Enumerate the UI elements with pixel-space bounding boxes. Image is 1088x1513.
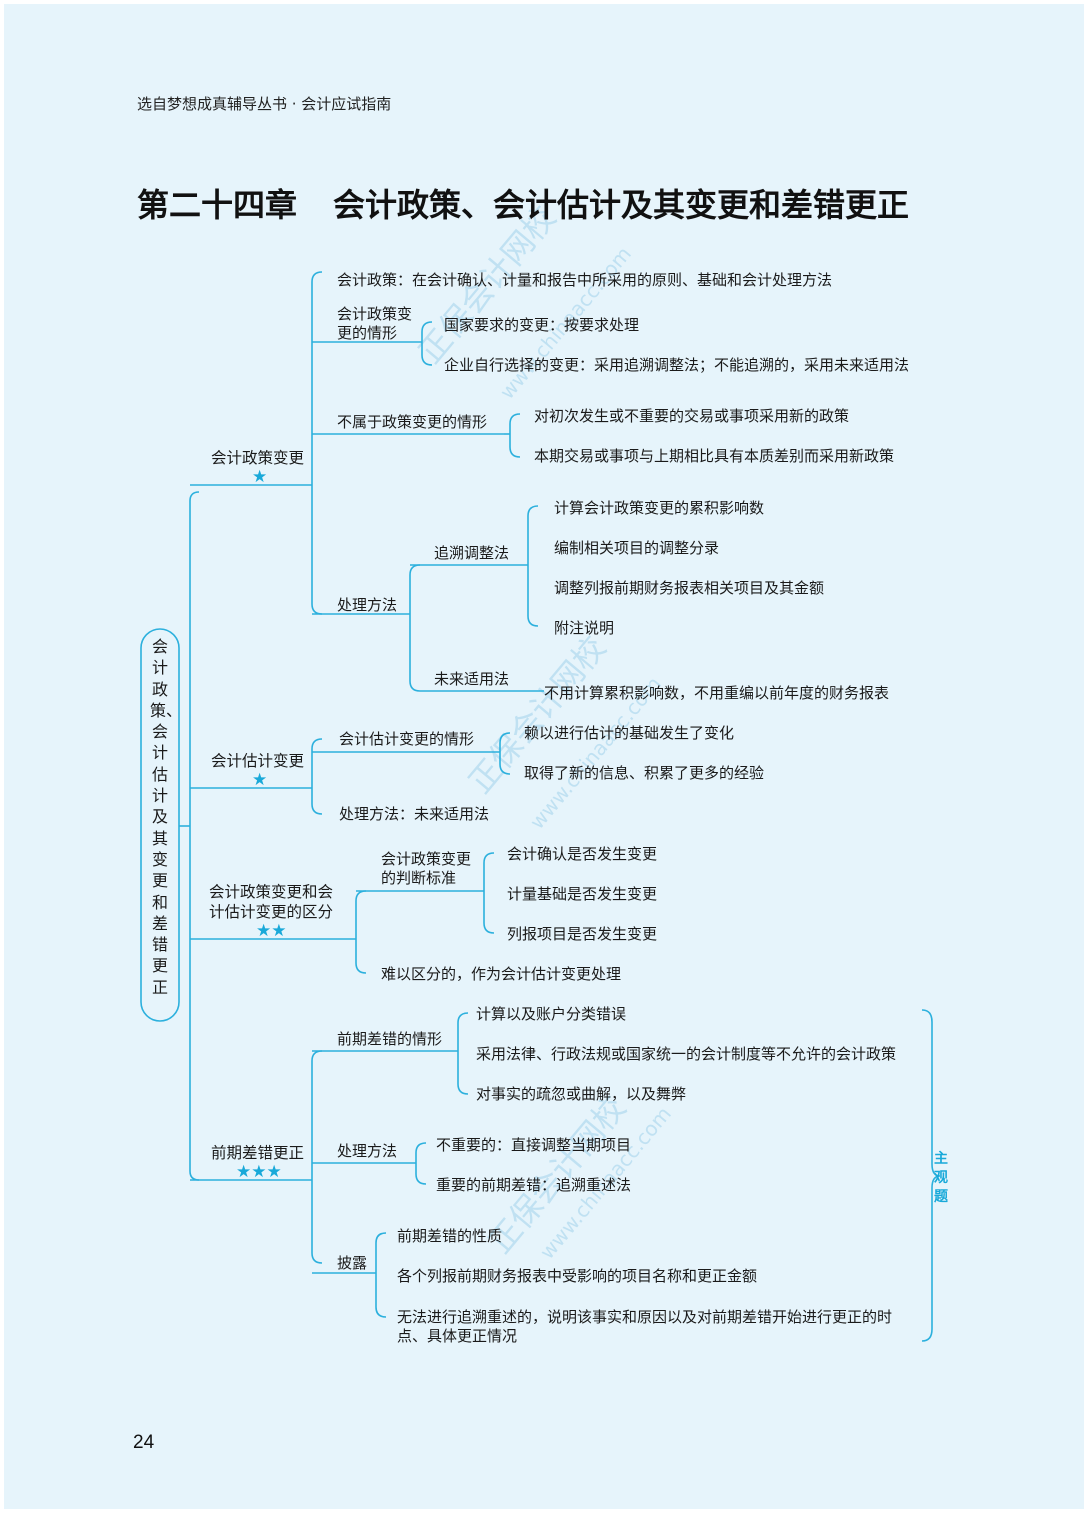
leaf: 不用计算累积影响数，不用重编以前年度的财务报表 (544, 684, 890, 702)
leaf: 取得了新的信息、积累了更多的经验 (524, 764, 765, 782)
node-judgment-criteria: 会计政策变更 的判断标准 (381, 850, 472, 887)
leaf: 不重要的：直接调整当期项目 (436, 1136, 632, 1154)
node-not-policy-change: 不属于政策变更的情形 (337, 413, 488, 431)
importance-stars: ★★★ (236, 1162, 282, 1182)
leaf: 国家要求的变更：按要求处理 (444, 316, 640, 334)
root-node: 会计政策、会计估计及其变更和差错更正 (150, 637, 183, 997)
node-error-cases: 前期差错的情形 (337, 1030, 443, 1048)
leaf: 对事实的疏忽或曲解，以及舞弊 (476, 1085, 687, 1103)
leaf: 各个列报前期财务报表中受影响的项目名称和更正金额 (397, 1267, 758, 1285)
chapter-number: 第二十四章 (137, 186, 298, 224)
leaf: 列报项目是否发生变更 (507, 925, 658, 943)
node-estimate-treatment: 处理方法：未来适用法 (339, 805, 490, 823)
leaf: 计算以及账户分类错误 (476, 1005, 627, 1023)
leaf: 计量基础是否发生变更 (507, 885, 658, 903)
node-retrospective: 追溯调整法 (434, 544, 510, 562)
node-treatment: 处理方法 (337, 596, 398, 614)
node-prospective: 未来适用法 (434, 670, 510, 688)
leaf: 重要的前期差错：追溯重述法 (436, 1176, 632, 1194)
leaf: 本期交易或事项与上期相比具有本质差别而采用新政策 (534, 447, 895, 465)
importance-stars: ★ (252, 467, 268, 487)
node-policy-change-cases: 会计政策变 更的情形 (337, 305, 413, 342)
mindmap-connectors (140, 271, 941, 1342)
page-number: 24 (133, 1432, 155, 1453)
running-header: 选自梦想成真辅导丛书 · 会计应试指南 (137, 95, 392, 113)
leaf: 调整列报前期财务报表相关项目及其金额 (554, 579, 825, 597)
importance-stars: ★ (252, 770, 268, 790)
subjective-question-tag: 主观题 (934, 1151, 948, 1205)
leaf: 无法进行追溯重述的，说明该事实和原因以及对前期差错开始进行更正的时 点、具体更正… (397, 1308, 893, 1345)
node-policy-definition: 会计政策：在会计确认、计量和报告中所采用的原则、基础和会计处理方法 (337, 271, 833, 289)
leaf: 企业自行选择的变更：采用追溯调整法；不能追溯的，采用未来适用法 (444, 356, 910, 374)
node-policy-change: 会计政策变更 (211, 449, 305, 467)
leaf: 前期差错的性质 (397, 1227, 503, 1245)
chapter-title: 第二十四章会计政策、会计估计及其变更和差错更正 (137, 180, 909, 226)
importance-stars: ★★ (256, 921, 287, 941)
node-estimate-cases: 会计估计变更的情形 (339, 730, 475, 748)
node-prior-error: 前期差错更正 (211, 1144, 305, 1162)
leaf: 附注说明 (554, 619, 615, 637)
leaf: 编制相关项目的调整分录 (554, 539, 720, 557)
node-disclosure: 披露 (337, 1254, 368, 1272)
leaf: 采用法律、行政法规或国家统一的会计制度等不允许的会计政策 (476, 1045, 897, 1063)
node-error-treatment: 处理方法 (337, 1142, 398, 1160)
leaf: 赖以进行估计的基础发生了变化 (524, 724, 735, 742)
leaf: 难以区分的，作为会计估计变更处理 (381, 965, 622, 983)
page: 正保会计网校 www.chinaacc.com 正保会计网校 www.china… (4, 4, 1084, 1509)
node-distinction: 会计政策变更和会 计估计变更的区分 (209, 883, 334, 921)
chapter-name: 会计政策、会计估计及其变更和差错更正 (333, 186, 910, 224)
node-estimate-change: 会计估计变更 (211, 752, 305, 770)
leaf: 对初次发生或不重要的交易或事项采用新的政策 (534, 407, 850, 425)
leaf: 会计确认是否发生变更 (507, 845, 658, 863)
leaf: 计算会计政策变更的累积影响数 (554, 499, 765, 517)
